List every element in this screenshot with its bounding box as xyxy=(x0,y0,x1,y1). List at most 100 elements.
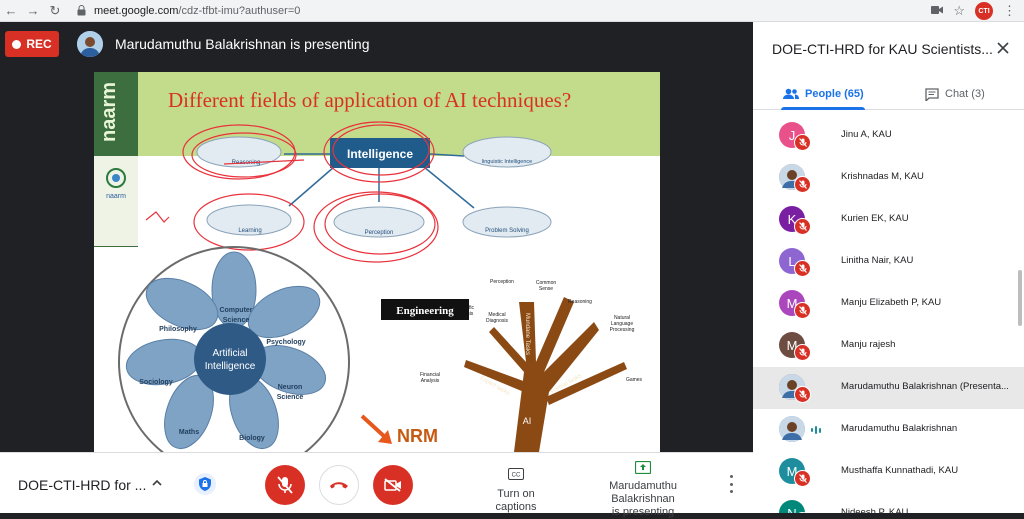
back-icon[interactable]: ← xyxy=(4,3,18,18)
participant-name: Marudamuthu Balakrishnan xyxy=(841,423,958,434)
tree-label: Games xyxy=(626,377,643,383)
slide-diagram: Intelligence Reasoning linguistic Intell… xyxy=(118,121,643,452)
flower-center-line1: Artificial xyxy=(212,348,247,359)
learning-node xyxy=(206,204,292,236)
participant-row[interactable]: Marudamuthu Balakrishnan (Presenta... xyxy=(753,367,1024,409)
url-host: meet.google.com xyxy=(94,4,179,17)
browser-toolbar: ← → ↻ meet.google.com/cdz-tfbt-imu?authu… xyxy=(0,0,1024,22)
participant-name: Krishnadas M, KAU xyxy=(841,171,924,182)
chevron-up-icon[interactable] xyxy=(150,476,164,490)
profile-avatar[interactable]: CTI xyxy=(975,2,993,20)
intelligence-node xyxy=(330,138,430,168)
participant-row[interactable]: Marudamuthu Balakrishnan xyxy=(753,409,1015,451)
perception-node xyxy=(333,206,425,238)
tree-label: Reasoning xyxy=(568,299,592,305)
presenting-status: Marudamuthu Balakrishnan is presenting xyxy=(115,36,370,52)
tree-trunk xyxy=(489,297,599,452)
mic-off-icon xyxy=(277,476,293,494)
close-icon[interactable] xyxy=(995,40,1011,56)
mic-muted-icon xyxy=(794,302,811,319)
tree-label: Natural xyxy=(614,315,630,321)
tree-label: Perception xyxy=(490,279,514,285)
panel-title: DOE-CTI-HRD for KAU Scientists... xyxy=(772,41,993,57)
engineering-label: Engineering xyxy=(396,305,454,317)
panel-scrollbar[interactable] xyxy=(1018,270,1022,326)
tree-label: Analysis xyxy=(421,378,440,384)
problem-solving-label: Problem Solving xyxy=(485,228,529,234)
meeting-details-button[interactable]: DOE-CTI-HRD for ... xyxy=(18,477,147,493)
problem-solving-node xyxy=(462,206,552,238)
naarm-logo: naarm xyxy=(94,156,138,246)
leave-call-button[interactable] xyxy=(319,465,359,505)
menu-dots-icon[interactable]: ⋮ xyxy=(1003,3,1016,18)
reload-icon[interactable]: ↻ xyxy=(49,2,61,18)
tree-label: Sense xyxy=(539,286,553,292)
tree-label: AI xyxy=(523,416,532,426)
arrow-icon xyxy=(378,430,392,444)
mic-muted-icon xyxy=(794,260,811,277)
presenting-line1: Marudamuthu Balakrishnan xyxy=(609,480,677,505)
tree-label: Mundane Tasks xyxy=(524,313,530,355)
rec-label: REC xyxy=(26,37,52,51)
forward-icon[interactable]: → xyxy=(26,3,40,18)
meeting-stage: REC Marudamuthu Balakrishnan is presenti… xyxy=(0,22,753,452)
logo-text: naarm xyxy=(106,193,126,200)
mic-muted-icon xyxy=(794,386,811,403)
captions-button[interactable]: CC Turn on captions xyxy=(476,468,556,514)
address-bar[interactable]: meet.google.com/cdz-tfbt-imu?authuser=0 xyxy=(74,2,300,20)
petal-label: Science xyxy=(223,317,250,324)
camera-off-icon xyxy=(384,478,401,492)
people-icon xyxy=(783,88,799,99)
recording-badge: REC xyxy=(5,31,59,57)
side-panel: DOE-CTI-HRD for KAU Scientists... People… xyxy=(753,22,1024,513)
intelligence-label: Intelligence xyxy=(347,147,413,161)
linguistic-label: linguistic Intelligence xyxy=(482,159,532,165)
camera-indicator-icon[interactable] xyxy=(931,2,944,20)
participant-row[interactable]: Krishnadas M, KAU xyxy=(753,157,1015,199)
shared-slide: naarm naarm Different fields of applicat… xyxy=(94,72,660,452)
participant-name: Manju rajesh xyxy=(841,339,896,350)
tab-chat[interactable]: Chat (3) xyxy=(925,78,985,110)
participant-avatar xyxy=(779,416,805,442)
record-dot-icon xyxy=(12,39,22,49)
learning-label: Learning xyxy=(238,228,261,234)
captions-label: Turn on captions xyxy=(495,488,537,513)
mic-muted-icon xyxy=(794,344,811,361)
presenting-button[interactable]: Marudamuthu Balakrishnan is presenting xyxy=(578,460,708,519)
presentation-header: REC Marudamuthu Balakrishnan is presenti… xyxy=(0,22,753,66)
flower-center xyxy=(194,323,266,395)
annotation-scribbles xyxy=(145,121,439,263)
meeting-controls: DOE-CTI-HRD for ... CC Turn on captions … xyxy=(0,452,753,518)
participant-name: Linitha Nair, KAU xyxy=(841,255,914,266)
participant-name: Kurien EK, KAU xyxy=(841,213,909,224)
participant-name: Nideesh P, KAU xyxy=(841,507,909,513)
mic-muted-icon xyxy=(794,134,811,151)
mic-muted-icon xyxy=(794,470,811,487)
tab-people[interactable]: People (65) xyxy=(783,78,864,110)
camera-toggle-button[interactable] xyxy=(373,465,413,505)
bookmark-star-icon[interactable]: ☆ xyxy=(953,3,965,18)
flower-center-line2: Intelligence xyxy=(205,361,256,372)
host-controls-shield-icon[interactable] xyxy=(194,473,216,495)
mic-toggle-button[interactable] xyxy=(265,465,305,505)
petal-label: Neuron xyxy=(278,384,303,391)
more-options-icon[interactable] xyxy=(724,475,738,493)
tab-people-label: People (65) xyxy=(805,88,864,100)
tree-label: Common xyxy=(536,280,557,286)
mic-muted-icon xyxy=(794,218,811,235)
hang-up-icon xyxy=(330,482,348,489)
captions-icon: CC xyxy=(508,468,524,480)
tree-label: Diagnosis xyxy=(486,318,508,324)
linguistic-node xyxy=(462,136,552,168)
petal-label: Sociology xyxy=(139,379,173,386)
tree-label: Financial xyxy=(420,372,440,378)
participant-name: Musthaffa Kunnathadi, KAU xyxy=(841,465,959,476)
